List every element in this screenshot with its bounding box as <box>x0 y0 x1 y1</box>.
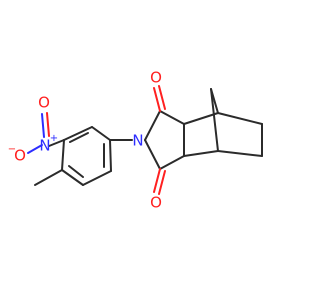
carbonyl-top-double-bond-a <box>153 87 161 112</box>
aryl-bond-2 <box>63 126 93 141</box>
carbonyl-bottom-double-bond-a <box>153 168 161 193</box>
bond-lower-junction-to-bridgehead <box>183 150 219 157</box>
atom-labels: O O N N + O O − <box>8 69 162 212</box>
bond-right-lower-to-bridgehead-lower <box>217 150 263 157</box>
bonds <box>27 85 263 195</box>
nitro-double-bond-a <box>41 113 45 138</box>
bond-n-to-carbonyl-top <box>144 110 161 141</box>
bond-aryl-to-methyl <box>34 169 63 186</box>
imide-nitrogen-label: N <box>132 132 143 150</box>
nitro-nitrogen-label: N <box>39 137 50 155</box>
bond-apex-to-bridgehead-lower <box>210 88 219 152</box>
bond-upper-junction-to-bridgehead <box>183 112 219 125</box>
aryl-bond-4 <box>61 169 84 186</box>
aryl-bond-1 <box>91 126 111 141</box>
bond-carbonyl-top-to-ring-junction <box>159 110 185 125</box>
aryl-bond-3 <box>61 139 65 171</box>
aryl-double-bond-inner-2 <box>68 165 84 178</box>
carbonyl-top-double-bond-b <box>158 85 166 110</box>
aryl-bond-6 <box>109 139 112 172</box>
carbonyl-bottom-double-bond-b <box>158 170 166 195</box>
nitro-double-bond-b <box>46 112 50 137</box>
bond-aryl-to-nitro <box>48 139 65 147</box>
imide-oxygen-bottom-label: O <box>150 194 162 212</box>
bond-bridgehead-upper-to-right <box>217 112 263 125</box>
nitro-oxygen-top-label: O <box>38 94 50 112</box>
imide-oxygen-top-label: O <box>150 69 162 87</box>
bond-n-to-carbonyl-bottom <box>144 139 161 170</box>
nitro-bond-to-left-oxygen <box>27 144 43 154</box>
chemical-structure-diagram: O O N N + O O − <box>8 69 263 212</box>
nitro-nitrogen-charge: + <box>50 133 58 144</box>
aryl-bond-5 <box>82 170 112 186</box>
bond-carbonyl-bottom-to-ring-junction <box>159 155 185 170</box>
nitro-oxygen-left-label: O <box>14 147 26 165</box>
nitro-oxygen-left-charge: − <box>8 144 16 155</box>
aryl-double-bond-inner-1 <box>69 132 89 143</box>
